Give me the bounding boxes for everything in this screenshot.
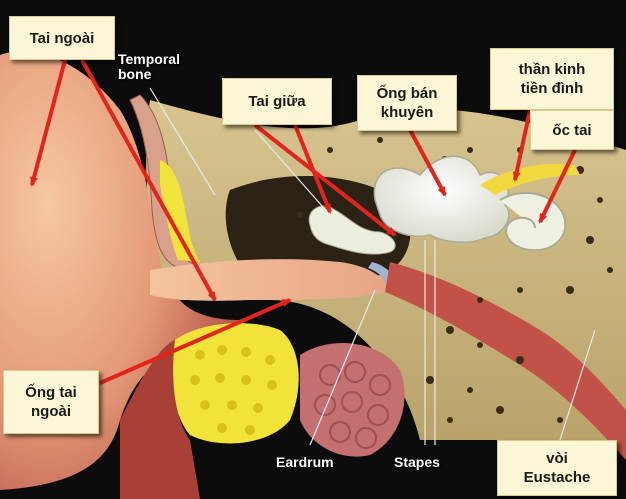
- label-temporal-bone: Temporal bone: [118, 52, 180, 82]
- label-middle-ear-text: Tai giữa: [248, 92, 305, 111]
- label-temporal-line1: Temporal: [118, 52, 180, 67]
- label-eardrum-text: Eardrum: [276, 454, 334, 470]
- label-semicircular-line1: Ống bán: [377, 84, 438, 103]
- label-temporal-line2: bone: [118, 67, 180, 82]
- label-outer-ear: Tai ngoài: [9, 16, 115, 60]
- label-eustachian-tube: vòi Eustache: [497, 440, 617, 496]
- label-vestibular-line1: thần kinh: [519, 60, 586, 79]
- ear-canal: [150, 259, 390, 301]
- label-eustachian-line2: Eustache: [524, 468, 591, 487]
- label-vestibular-line2: tiền đình: [521, 79, 584, 98]
- label-semicircular-line2: khuyên: [381, 103, 434, 122]
- label-outer-ear-text: Tai ngoài: [30, 29, 95, 48]
- label-stapes-text: Stapes: [394, 454, 440, 470]
- label-semicircular-canals: Ống bán khuyên: [357, 75, 457, 131]
- label-eustachian-line1: vòi: [546, 449, 568, 468]
- label-stapes: Stapes: [394, 455, 440, 470]
- label-ear-canal: Ống tai ngoài: [3, 370, 99, 434]
- label-cochlea: ốc tai: [530, 110, 614, 150]
- label-ear-canal-line1: Ống tai: [25, 383, 77, 402]
- label-vestibular-nerve: thần kinh tiền đình: [490, 48, 614, 110]
- label-ear-canal-line2: ngoài: [31, 402, 71, 421]
- label-middle-ear: Tai giữa: [222, 78, 332, 125]
- label-eardrum: Eardrum: [276, 455, 334, 470]
- label-cochlea-text: ốc tai: [552, 121, 591, 140]
